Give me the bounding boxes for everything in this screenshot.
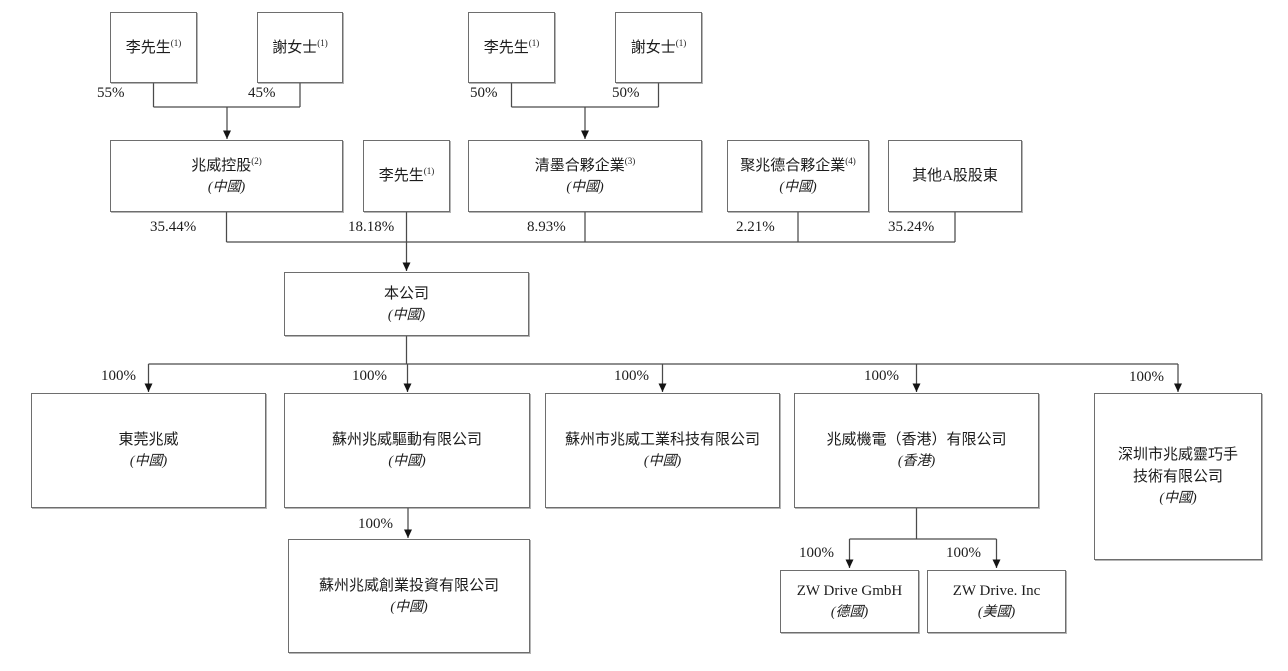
ownership-percentage-label: 55% — [97, 85, 125, 101]
ownership-percentage-label: 100% — [1129, 369, 1164, 385]
node-zw-drive-inc: ZW Drive. Inc (美國) — [927, 570, 1066, 633]
node-the-company: 本公司 (中國) — [284, 272, 529, 336]
node-title: 東莞兆威 — [118, 432, 179, 448]
ownership-percentage-label: 100% — [614, 368, 649, 384]
node-title: 李先生(1) — [483, 37, 540, 56]
node-title: 本公司 — [383, 285, 429, 302]
ownership-percentage-label: 45% — [248, 85, 276, 101]
node-suzhou-zhaowei-drive: 蘇州兆威驅動有限公司 (中國) — [284, 393, 530, 508]
node-region: (中國) — [388, 454, 426, 469]
node-region: (德國) — [830, 605, 869, 620]
node-region: (中國) — [129, 454, 168, 469]
ownership-percentage-label: 18.18% — [348, 219, 395, 235]
ownership-percentage-label: 35.24% — [888, 219, 935, 235]
ownership-percentage-label: 100% — [352, 368, 387, 384]
ownership-percentage-label: 50% — [612, 85, 640, 101]
node-ms-xie-top-left: 謝女士(1) — [257, 12, 343, 83]
node-title: 兆威控股(2) — [191, 155, 262, 174]
node-title: 謝女士(1) — [272, 37, 328, 56]
node-ms-xie-top-right: 謝女士(1) — [615, 12, 702, 83]
node-region: (美國) — [977, 605, 1016, 620]
ownership-percentage-label: 100% — [799, 545, 834, 561]
node-suzhou-zhaowei-industrial-tech: 蘇州市兆威工業科技有限公司 (中國) — [545, 393, 780, 508]
node-suzhou-zhaowei-venture-investment: 蘇州兆威創業投資有限公司 (中國) — [288, 539, 530, 653]
node-region: (中國) — [390, 599, 428, 615]
node-other-a-share-holders: 其他A股股東 — [888, 140, 1022, 212]
node-dongguan-zhaowei: 東莞兆威 (中國) — [31, 393, 266, 508]
node-mr-li-shareholder: 李先生(1) — [363, 140, 450, 212]
ownership-percentage-label: 100% — [864, 368, 899, 384]
node-mr-li-top-left: 李先生(1) — [110, 12, 197, 83]
node-title: 深圳市兆威靈巧手技術有限公司 — [1117, 447, 1238, 485]
node-title: 李先生(1) — [125, 37, 182, 56]
ownership-percentage-label: 50% — [470, 85, 498, 101]
node-title: 蘇州兆威驅動有限公司 — [331, 432, 482, 448]
node-mr-li-top-right: 李先生(1) — [468, 12, 555, 83]
ownership-percentage-label: 100% — [101, 368, 136, 384]
node-title: 蘇州市兆威工業科技有限公司 — [564, 432, 760, 448]
node-title: ZW Drive. Inc — [952, 583, 1041, 599]
node-title: 其他A股股東 — [912, 168, 998, 184]
node-title: 李先生(1) — [378, 166, 435, 185]
node-juzhaode-partnership: 聚兆德合夥企業(4) (中國) — [727, 140, 869, 212]
ownership-percentage-label: 35.44% — [150, 219, 197, 235]
node-title: ZW Drive GmbH — [796, 583, 903, 599]
node-region: (中國) — [207, 179, 246, 195]
node-title: 清墨合夥企業(3) — [534, 155, 636, 174]
node-zhaowei-holdings: 兆威控股(2) (中國) — [110, 140, 343, 212]
node-region: (中國) — [1159, 491, 1197, 506]
node-title: 聚兆德合夥企業(4) — [740, 155, 856, 174]
node-region: (中國) — [387, 307, 426, 323]
node-region: (中國) — [643, 454, 682, 469]
node-region: (中國) — [779, 179, 817, 195]
node-title: 兆威機電（香港）有限公司 — [826, 432, 1007, 448]
ownership-percentage-label: 100% — [358, 516, 393, 532]
ownership-percentage-label: 2.21% — [736, 219, 775, 235]
node-qingmo-partnership: 清墨合夥企業(3) (中國) — [468, 140, 702, 212]
node-region: (香港) — [897, 454, 936, 469]
node-zw-drive-gmbh: ZW Drive GmbH (德國) — [780, 570, 919, 633]
ownership-percentage-label: 8.93% — [527, 219, 566, 235]
node-title: 謝女士(1) — [630, 37, 687, 56]
node-title: 蘇州兆威創業投資有限公司 — [318, 577, 499, 594]
node-zhaowei-electromechanical-hk: 兆威機電（香港）有限公司 (香港) — [794, 393, 1039, 508]
node-shenzhen-zhaowei-dexterous-hand: 深圳市兆威靈巧手技術有限公司 (中國) — [1094, 393, 1262, 560]
node-region: (中國) — [566, 179, 604, 195]
ownership-percentage-label: 100% — [946, 545, 981, 561]
